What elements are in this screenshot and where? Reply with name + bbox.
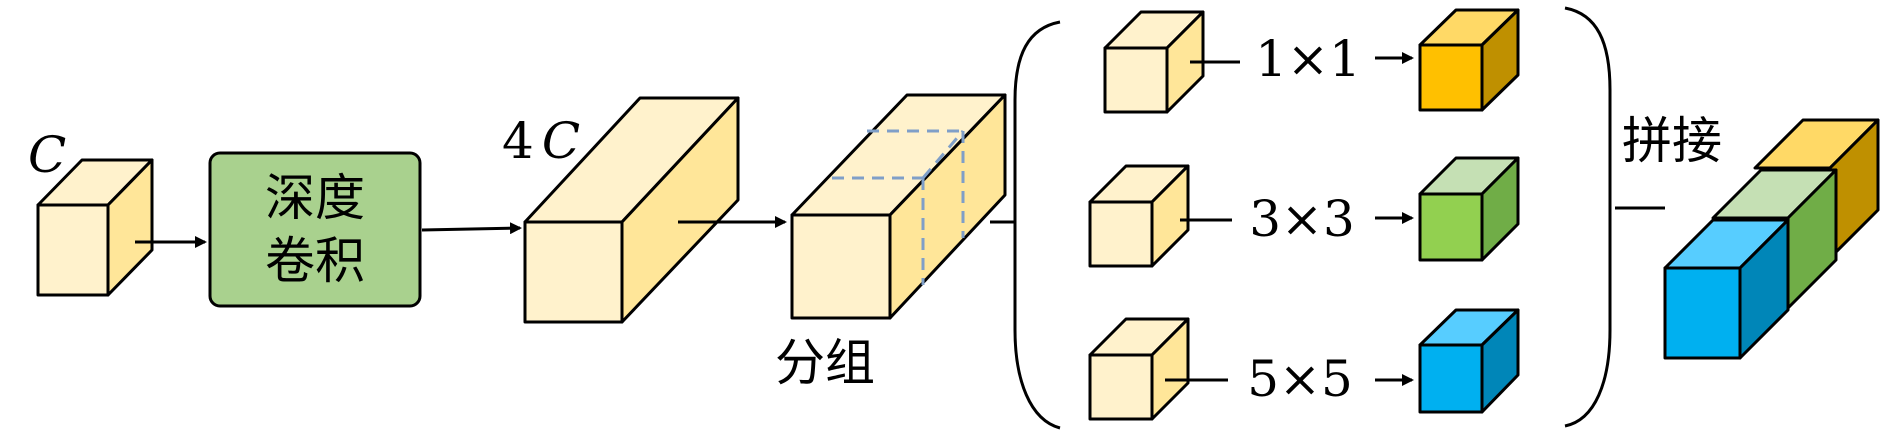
group-block	[790, 93, 1007, 320]
input-channels-label: C	[28, 126, 66, 184]
concat-label: 拼接	[1622, 112, 1722, 170]
group-label: 分组	[775, 334, 875, 392]
depthwise-conv-box: 深度 卷积	[208, 151, 422, 308]
right-brace	[1564, 6, 1612, 428]
branch-2-output-cube	[1418, 156, 1520, 262]
branch-1-input-cube	[1103, 10, 1205, 114]
expanded-coef: 4	[502, 112, 534, 170]
expanded-var: C	[542, 112, 580, 170]
branch-1-output-cube	[1418, 8, 1520, 112]
left-brace	[1013, 20, 1061, 430]
concat-stack	[1663, 118, 1880, 360]
branch-1-kernel-label: 1×1	[1255, 30, 1361, 88]
conv-label-line1: 深度	[265, 169, 365, 227]
branch-2-input-cube	[1088, 164, 1190, 268]
group-split-lines	[832, 129, 965, 285]
branch-3-input-cube	[1088, 317, 1190, 421]
expanded-block	[523, 96, 740, 324]
branch-2-kernel-label: 3×3	[1249, 190, 1355, 248]
branch-3: 5×5	[1088, 308, 1520, 421]
branch-1: 1×1	[1103, 8, 1520, 114]
conv-label-line2: 卷积	[265, 232, 365, 290]
branch-2: 3×3	[1088, 156, 1520, 268]
branch-3-kernel-label: 5×5	[1247, 350, 1353, 408]
input-cube	[36, 158, 154, 297]
arrow-conv-to-expanded	[421, 222, 522, 235]
branch-3-output-cube	[1418, 308, 1520, 414]
